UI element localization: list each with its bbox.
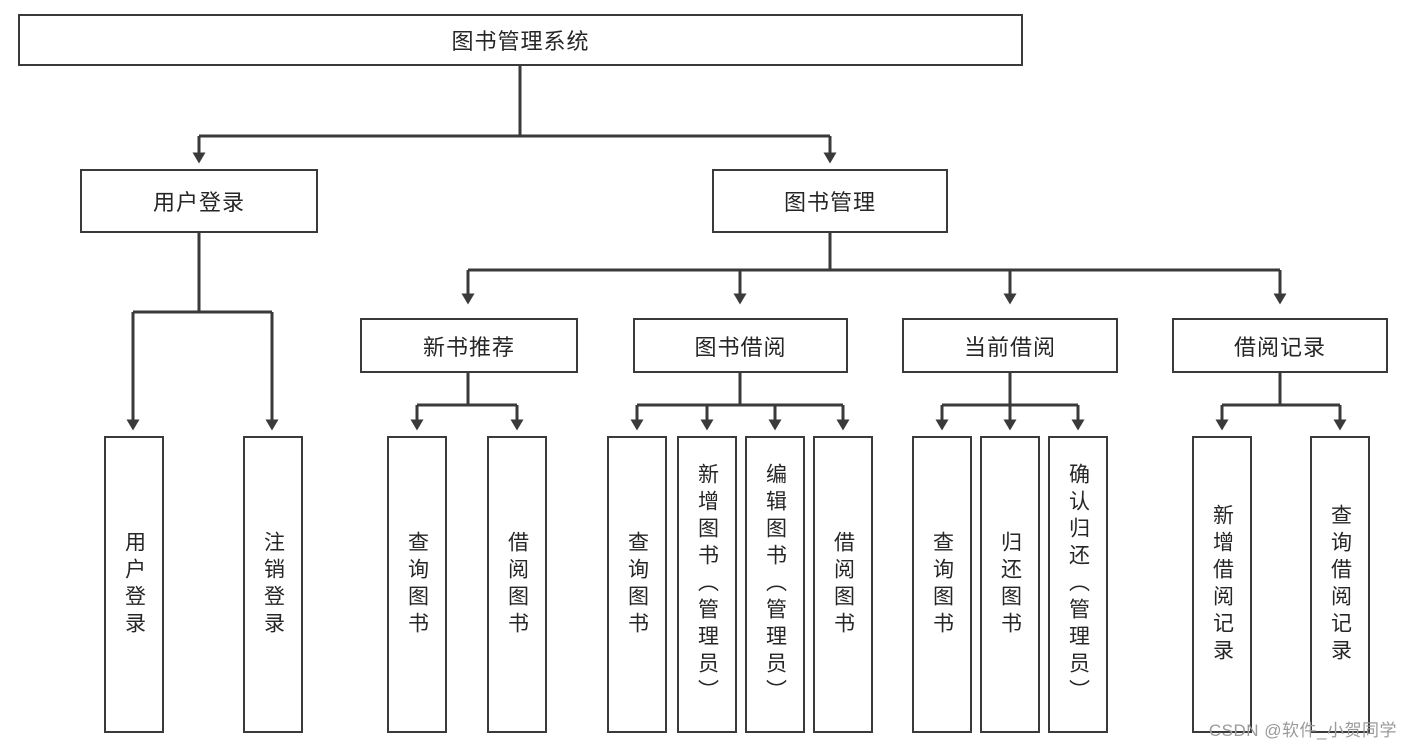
node-book-management-label: 图书管理	[783, 190, 876, 215]
node-book-management[interactable]: 图书管理	[712, 169, 948, 233]
leaf-query-book-current-label: 查询图书	[930, 530, 954, 639]
leaf-borrow-book[interactable]: 借阅图书	[813, 436, 873, 733]
node-user-login-label: 用户登录	[152, 190, 245, 215]
leaf-query-book-borrow[interactable]: 查询图书	[607, 436, 667, 733]
node-book-borrow-label: 图书借阅	[694, 334, 787, 360]
leaf-borrow-book-rec[interactable]: 借阅图书	[487, 436, 547, 733]
leaf-logout[interactable]: 注销登录	[243, 436, 303, 733]
leaf-query-book-rec[interactable]: 查询图书	[387, 436, 447, 733]
leaf-add-book-admin-label: 新增图书（管理员）	[695, 463, 719, 706]
node-new-book-recommend-label: 新书推荐	[422, 334, 515, 360]
node-book-borrow[interactable]: 图书借阅	[633, 318, 848, 373]
leaf-query-borrow-record-label: 查询借阅记录	[1328, 503, 1352, 666]
leaf-user-login-label: 用户登录	[122, 530, 146, 639]
leaf-confirm-return-admin[interactable]: 确认归还（管理员）	[1048, 436, 1108, 733]
leaf-add-borrow-record[interactable]: 新增借阅记录	[1192, 436, 1252, 733]
node-borrow-record[interactable]: 借阅记录	[1172, 318, 1388, 373]
leaf-return-book-label: 归还图书	[998, 530, 1022, 639]
leaf-edit-book-admin[interactable]: 编辑图书（管理员）	[745, 436, 805, 733]
csdn-watermark: CSDN @软件_小贺同学	[1208, 721, 1397, 740]
leaf-return-book[interactable]: 归还图书	[980, 436, 1040, 733]
leaf-query-book-current[interactable]: 查询图书	[912, 436, 972, 733]
leaf-query-book-rec-label: 查询图书	[405, 530, 429, 639]
node-root[interactable]: 图书管理系统	[18, 14, 1023, 66]
leaf-user-login[interactable]: 用户登录	[104, 436, 164, 733]
leaf-query-book-borrow-label: 查询图书	[625, 530, 649, 639]
node-current-borrow[interactable]: 当前借阅	[902, 318, 1118, 373]
leaf-logout-label: 注销登录	[261, 530, 285, 639]
leaf-query-borrow-record[interactable]: 查询借阅记录	[1310, 436, 1370, 733]
leaf-borrow-book-rec-label: 借阅图书	[505, 530, 529, 639]
node-borrow-record-label: 借阅记录	[1233, 334, 1326, 360]
node-root-label: 图书管理系统	[451, 29, 590, 54]
leaf-borrow-book-label: 借阅图书	[831, 530, 855, 639]
leaf-confirm-return-admin-label: 确认归还（管理员）	[1066, 463, 1090, 706]
leaf-edit-book-admin-label: 编辑图书（管理员）	[763, 463, 787, 706]
node-current-borrow-label: 当前借阅	[963, 334, 1056, 360]
leaf-add-book-admin[interactable]: 新增图书（管理员）	[677, 436, 737, 733]
node-new-book-recommend[interactable]: 新书推荐	[360, 318, 578, 373]
leaf-add-borrow-record-label: 新增借阅记录	[1210, 503, 1234, 666]
node-user-login[interactable]: 用户登录	[80, 169, 318, 233]
